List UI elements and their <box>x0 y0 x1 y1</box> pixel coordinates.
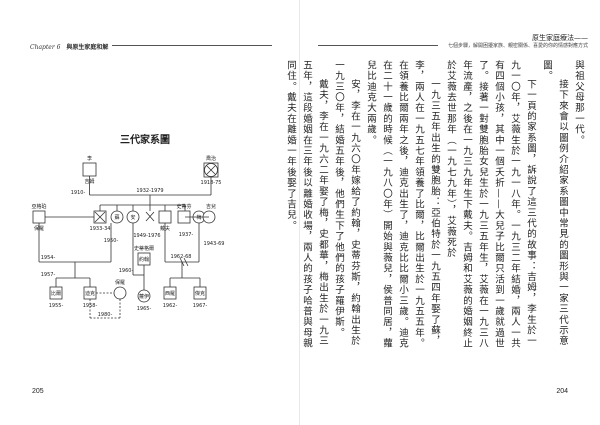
label-shidiya-years: 1937- <box>179 232 194 238</box>
node-su <box>110 210 124 224</box>
label-zuoyiteng-years: 1965- <box>137 306 152 312</box>
label-marriage-top: 1932-1979 <box>136 188 163 194</box>
page-number-left: 205 <box>32 388 44 395</box>
label-su: 蘇 <box>114 214 119 221</box>
header-rule-right <box>318 45 438 46</box>
label-yuehan-years: 1960- <box>119 268 134 274</box>
label-mei: 梅 <box>196 214 201 221</box>
label-yingbo: 迪克 <box>85 290 95 297</box>
chapter-label: Chapter 6 <box>30 44 61 51</box>
label-mar-1962: 1962-68 <box>171 254 192 260</box>
node-yagerda <box>32 210 46 224</box>
label-mar-1980: 1980- <box>98 312 113 318</box>
label-su-years: 1933-34 <box>90 226 111 232</box>
family-tree-diagram: 李 喬治 吉姆 1918-75 1910- 1932-1979 亞格珀 保羅 1… <box>31 155 225 319</box>
label-zuoyiteng: 蘿伊 <box>139 293 149 300</box>
node-jiyu <box>82 162 97 177</box>
page-number-right: 204 <box>556 388 568 395</box>
label-mar-1957: 1957- <box>41 272 56 278</box>
node-jieke <box>193 286 207 300</box>
label-baoluo: 保羅 <box>34 225 44 232</box>
node-baoli <box>113 286 127 300</box>
label-qiaoge-years: 1918-75 <box>201 180 222 186</box>
header-rule <box>112 45 272 46</box>
label-yingbo-years: 1958- <box>83 303 98 309</box>
label-bili: 比爾 <box>51 290 61 297</box>
paragraph: 與祖父母那一代。 <box>573 60 584 146</box>
paragraph: 下一頁的家系圖，訴說了這三代的故事：吉姆，李生於一九一〇年，艾薇生於一九一八年。… <box>445 60 536 349</box>
node-xilu <box>163 286 177 300</box>
label-jibu: 吉兒 <box>206 203 216 210</box>
label-daifu: 戴夫 <box>160 225 170 232</box>
label-jiyu-years: 1910- <box>71 190 86 196</box>
running-subtitle: 七個步驟，解開困擾家族、親密關係、喜愛的你的情感對應方式 <box>447 43 588 49</box>
label-li: 李 <box>87 155 92 162</box>
paragraph: 安，李在一九六〇年嫁給了約翰，史蒂芬斯，約翰出生於一九三〇年，結婚五年後，他們生… <box>333 60 360 347</box>
chapter-header: Chapter 6 與原生家庭和解 <box>30 42 108 51</box>
label-xilu: 西羅 <box>165 291 175 297</box>
label-baoluo-years: 1950- <box>104 238 119 244</box>
paragraph: 戴夫，李在一九六二年娶了梅，史都華，梅出生於一九三五年，這段婚姻在三年後以離婚收… <box>285 60 328 349</box>
chapter-title: 與原生家庭和解 <box>66 44 109 51</box>
label-mar-1954: 1954- <box>41 255 56 261</box>
paragraph: 一九三五年出生的雙胞胎：亞伯特於一九五四年娶了蘇，李，兩人在一九五七年領養了比爾… <box>365 60 440 349</box>
running-title: 原生家庭療法—— <box>532 34 588 42</box>
label-yagerda: 亞格珀 <box>31 203 46 210</box>
left-page: Chapter 6 與原生家庭和解 三代家系圖 <box>30 42 272 395</box>
node-daifu <box>158 210 172 224</box>
label-jieke-years: 1967- <box>193 303 208 309</box>
label-jiyu: 吉姆 <box>84 178 94 185</box>
label-shidiya: 史蒂芬 <box>176 203 191 210</box>
figure-title: 三代家系圖 <box>120 135 170 146</box>
paragraph: 接下來會以圖例介紹家系圖中常見的圖形與一家三代示意圖。 <box>541 60 568 347</box>
label-an-daifu-marriage: 1949-1976 <box>133 233 160 239</box>
label-shidibeige: 史蒂格爾 <box>134 245 154 252</box>
label-jieke: 傑克 <box>195 290 205 297</box>
node-bili <box>49 286 63 300</box>
label-an: 安 <box>130 214 135 221</box>
label-bili-years: 1955- <box>49 303 64 309</box>
label-jibu-years: 1943-69 <box>204 241 225 247</box>
body-text: 與祖父母那一代。 接下來會以圖例介紹家系圖中常見的圖形與一家三代示意圖。 下一頁… <box>282 60 586 352</box>
right-page: 原生家庭療法—— 七個步驟，解開困擾家族、親密關係、喜愛的你的情感對應方式 與祖… <box>285 0 600 425</box>
label-qiaoge: 喬治 <box>206 155 216 162</box>
node-zuoyiteng <box>137 289 151 303</box>
label-baoluo2: 保羅 <box>115 279 125 286</box>
label-yuehan: 約翰 <box>139 256 149 263</box>
running-header: 原生家庭療法—— 七個步驟，解開困擾家族、親密關係、喜愛的你的情感對應方式 <box>448 34 588 50</box>
book-spine <box>299 0 300 425</box>
label-xilu-years: 1962- <box>163 303 178 309</box>
